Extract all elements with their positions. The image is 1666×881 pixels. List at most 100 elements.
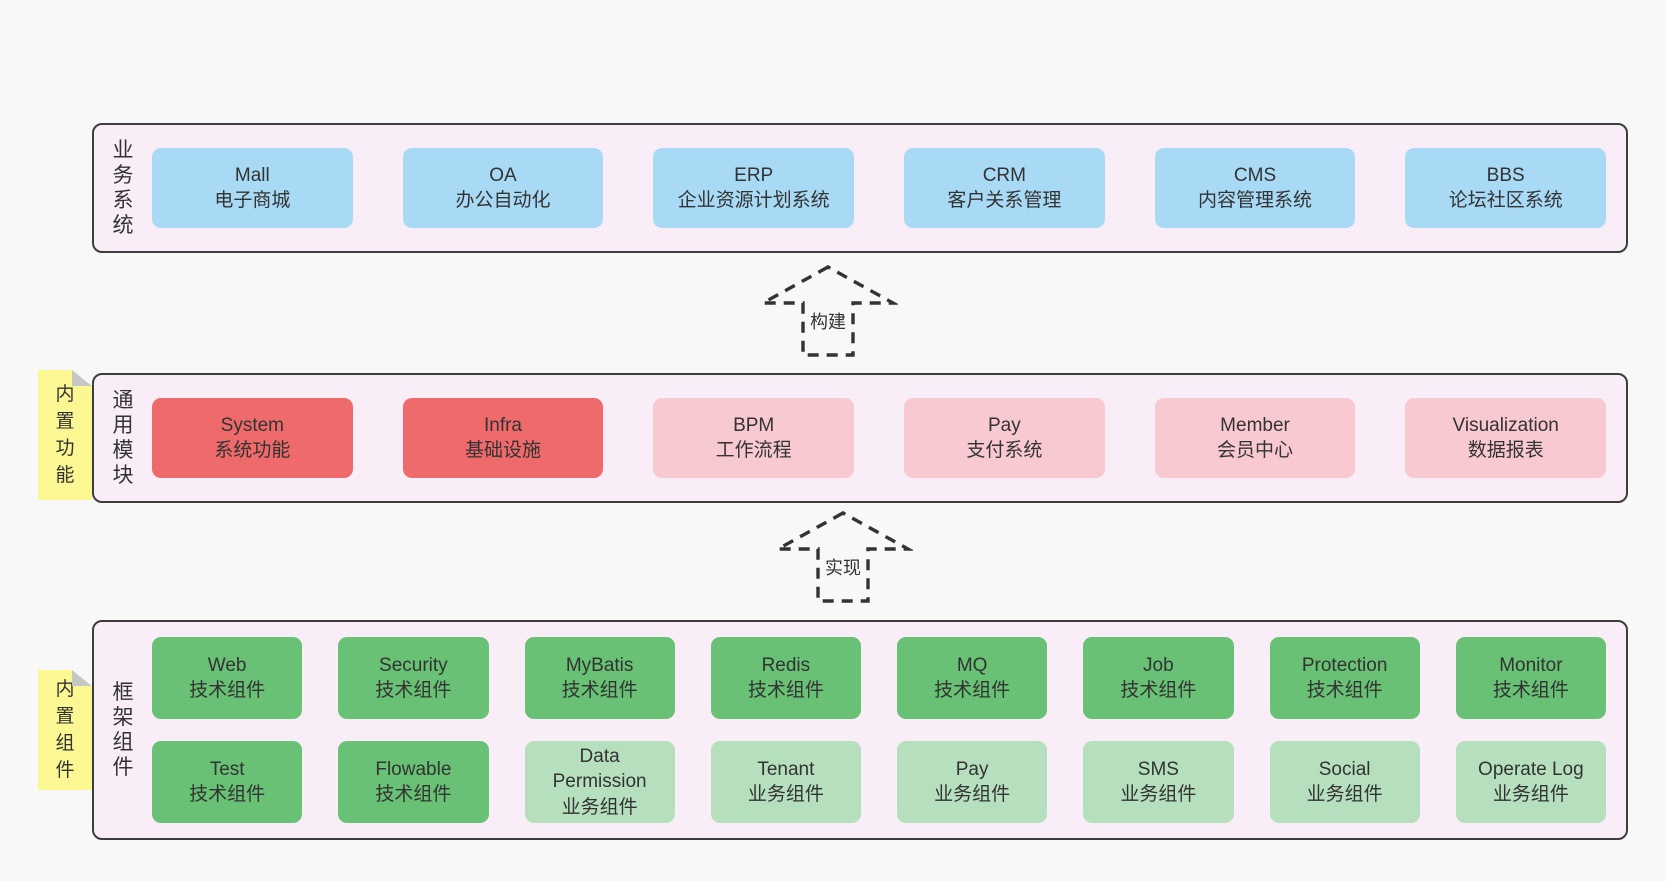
box-zh-label: 数据报表	[1467, 440, 1544, 461]
box-en-label: Flowable	[375, 758, 452, 780]
box-infra: Infra 基础设施	[402, 398, 604, 478]
box-zh-label: 技术组件	[747, 680, 824, 701]
box-zh-label: 技术组件	[1306, 680, 1383, 701]
business-section-label-column: 业务系统	[94, 125, 152, 251]
common-modules-section: 通用模块 System 系统功能 Infra 基础设施 BPM 工作流程 Pay…	[92, 373, 1628, 503]
business-section-content: Mall 电子商城 OA 办公自动化 ERP 企业资源计划系统 CRM 客户关系…	[152, 125, 1626, 251]
box-en-label: Monitor	[1499, 654, 1563, 676]
box-zh-label: 技术组件	[189, 680, 266, 701]
modules-section-label-column: 通用模块	[94, 375, 152, 501]
box-zh-label: 业务组件	[561, 796, 638, 818]
box-cms: CMS 内容管理系统	[1154, 148, 1356, 228]
sticky-label: 内置组件	[55, 679, 75, 781]
box-zh-label: 技术组件	[934, 680, 1011, 701]
modules-section-content: System 系统功能 Infra 基础设施 BPM 工作流程 Pay 支付系统…	[152, 375, 1626, 501]
box-zh-label: 技术组件	[375, 784, 452, 805]
box-zh-label: 内容管理系统	[1198, 190, 1313, 211]
folded-corner-icon	[72, 670, 92, 686]
modules-box-row: System 系统功能 Infra 基础设施 BPM 工作流程 Pay 支付系统…	[152, 398, 1607, 478]
box-en-label: Redis	[761, 654, 811, 676]
box-zh-label: 论坛社区系统	[1448, 190, 1563, 211]
box-data-permission: Data Permission 业务组件	[524, 741, 675, 823]
sticky-note-builtin-components: 内置组件	[38, 670, 92, 790]
business-box-row: Mall 电子商城 OA 办公自动化 ERP 企业资源计划系统 CRM 客户关系…	[152, 148, 1607, 228]
box-erp: ERP 企业资源计划系统	[653, 148, 855, 228]
dashed-up-arrow-icon	[758, 265, 898, 357]
box-en-label: OA	[489, 164, 517, 186]
build-arrow: 构建	[758, 263, 898, 358]
box-pay-module: Pay 支付系统	[904, 398, 1105, 478]
box-zh-label: 基础设施	[465, 440, 542, 461]
box-web: Web 技术组件	[152, 637, 303, 719]
box-en-label: MQ	[956, 654, 988, 676]
box-system: System 系统功能	[152, 398, 353, 478]
box-protection: Protection 技术组件	[1269, 637, 1420, 719]
box-social: Social 业务组件	[1269, 741, 1420, 823]
box-zh-label: 技术组件	[189, 784, 266, 805]
components-box-row-1: Web 技术组件 Security 技术组件 MyBatis 技术组件 Redi…	[152, 637, 1606, 719]
box-en-label: Operate Log	[1478, 758, 1584, 780]
box-en-label: Pay	[955, 758, 989, 780]
dashed-up-arrow-icon	[773, 511, 913, 603]
box-en-label: BBS	[1486, 164, 1525, 186]
box-en-label: Test	[209, 758, 245, 780]
box-job: Job 技术组件	[1083, 637, 1234, 719]
components-box-row-2: Test 技术组件 Flowable 技术组件 Data Permission …	[152, 741, 1606, 823]
box-zh-label: 企业资源计划系统	[677, 190, 830, 211]
box-en-label: Job	[1143, 654, 1174, 676]
box-visualization: Visualization 数据报表	[1405, 398, 1607, 478]
box-zh-label: 电子商城	[214, 190, 291, 211]
box-mq: MQ 技术组件	[897, 637, 1048, 719]
box-zh-label: 支付系统	[966, 440, 1043, 461]
components-section-label-column: 框架组件	[94, 622, 152, 838]
box-security: Security 技术组件	[338, 637, 489, 719]
box-flowable: Flowable 技术组件	[338, 741, 489, 823]
folded-corner-icon	[72, 370, 92, 386]
box-sms: SMS 业务组件	[1083, 741, 1234, 823]
box-zh-label: 技术组件	[375, 680, 452, 701]
box-zh-label: 系统功能	[214, 440, 291, 461]
box-zh-label: 业务组件	[934, 784, 1011, 805]
box-en-label: Social	[1318, 758, 1371, 780]
box-en-label: CMS	[1233, 164, 1277, 186]
box-monitor: Monitor 技术组件	[1455, 637, 1606, 719]
build-arrow-label: 构建	[807, 307, 849, 335]
box-oa: OA 办公自动化	[402, 148, 604, 228]
box-zh-label: 技术组件	[1120, 680, 1197, 701]
box-pay-component: Pay 业务组件	[897, 741, 1048, 823]
sticky-note-builtin-features: 内置功能	[38, 370, 92, 500]
business-systems-section: 业务系统 Mall 电子商城 OA 办公自动化 ERP 企业资源计划系统 CRM…	[92, 123, 1628, 253]
box-en-label: SMS	[1137, 758, 1179, 780]
box-en-label: Web	[207, 654, 247, 676]
box-crm: CRM 客户关系管理	[904, 148, 1105, 228]
box-zh-label: 会员中心	[1217, 440, 1294, 461]
box-zh-label: 技术组件	[1492, 680, 1569, 701]
components-section-content: Web 技术组件 Security 技术组件 MyBatis 技术组件 Redi…	[152, 622, 1626, 838]
box-en-label: BPM	[733, 414, 775, 436]
box-redis: Redis 技术组件	[710, 637, 861, 719]
box-en-label: MyBatis	[565, 654, 634, 676]
box-zh-label: 技术组件	[561, 680, 638, 701]
box-en-label: Pay	[987, 414, 1021, 436]
framework-components-section: 框架组件 Web 技术组件 Security 技术组件 MyBatis 技术组件…	[92, 620, 1628, 840]
box-zh-label: 业务组件	[747, 784, 824, 805]
box-en-label: ERP	[734, 164, 774, 186]
box-en-label: Visualization	[1452, 414, 1559, 436]
modules-section-label: 通用模块	[112, 389, 134, 487]
box-en-label: System	[220, 414, 285, 436]
box-member: Member 会员中心	[1154, 398, 1356, 478]
implement-arrow: 实现	[773, 509, 913, 604]
box-zh-label: 业务组件	[1306, 784, 1383, 805]
box-en-label: Protection	[1301, 654, 1388, 676]
box-en-label: CRM	[982, 164, 1026, 186]
box-en-label: Member	[1220, 414, 1290, 436]
box-mybatis: MyBatis 技术组件	[524, 637, 675, 719]
box-en-label: Data Permission	[552, 746, 647, 793]
box-mall: Mall 电子商城	[152, 148, 353, 228]
box-operate-log: Operate Log 业务组件	[1455, 741, 1606, 823]
box-en-label: Security	[379, 654, 448, 676]
box-zh-label: 客户关系管理	[947, 190, 1062, 211]
box-zh-label: 办公自动化	[455, 190, 551, 211]
box-en-label: Tenant	[757, 758, 815, 780]
business-section-label: 业务系统	[112, 139, 134, 237]
